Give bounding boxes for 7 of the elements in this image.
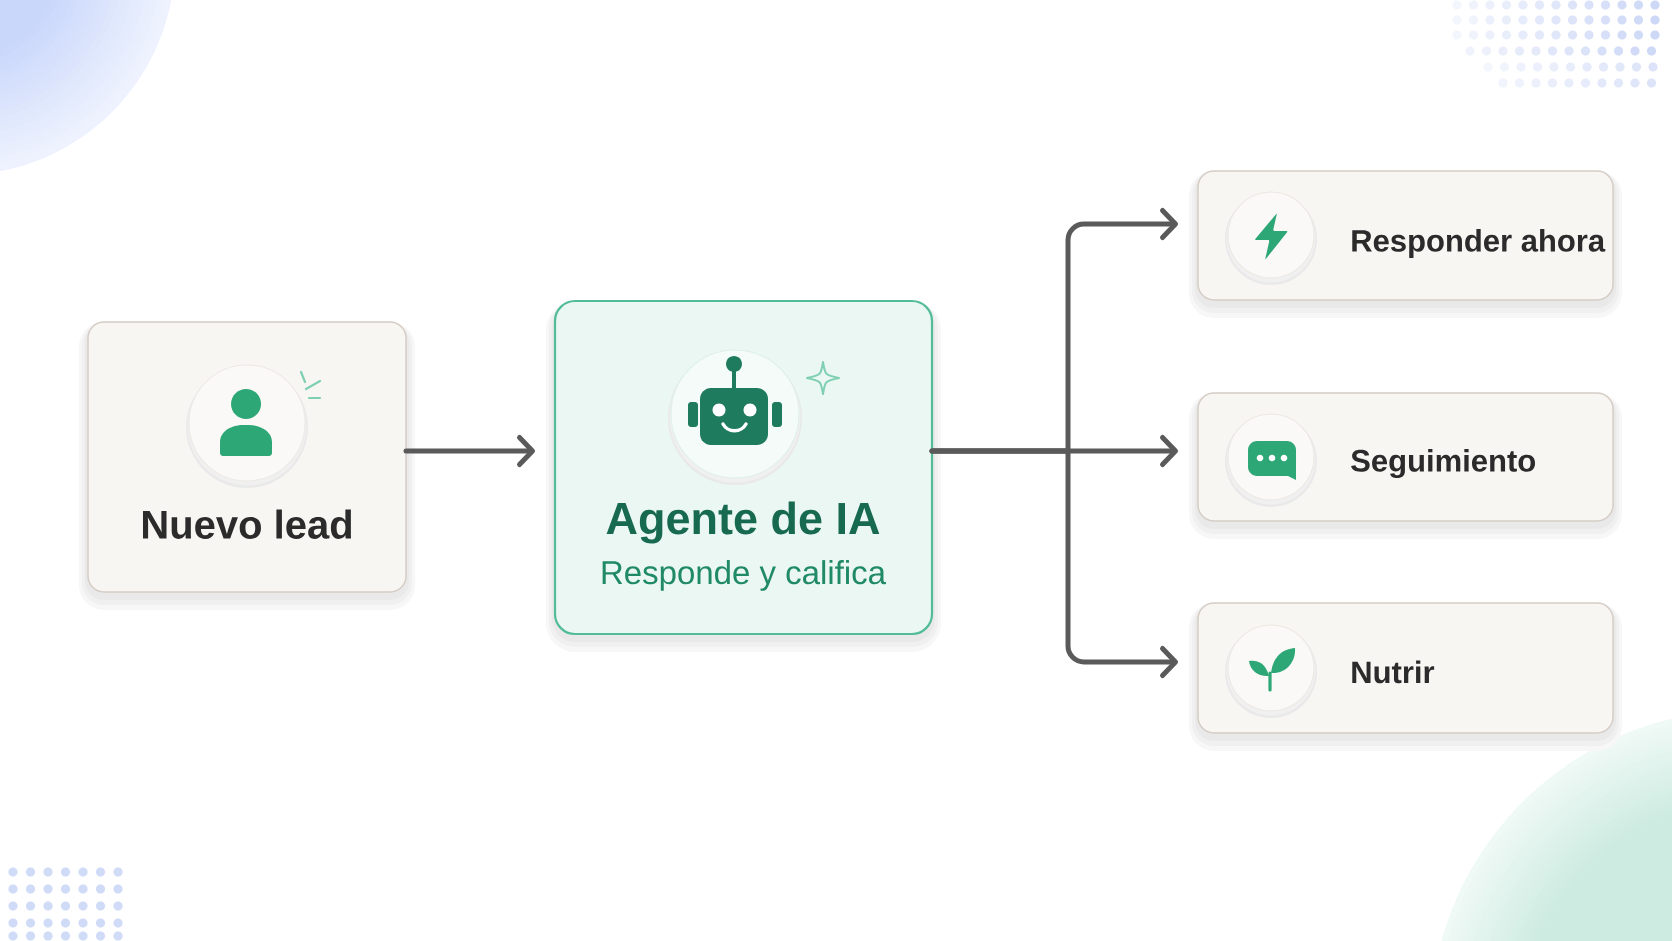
arrow bbox=[403, 435, 535, 467]
process-box: Responder ahora bbox=[1189, 170, 1622, 318]
process-box: Seguimiento bbox=[1189, 392, 1622, 539]
process-box: Nutrir bbox=[1189, 602, 1622, 751]
process-box: Nuevo lead bbox=[79, 321, 415, 610]
arrow bbox=[929, 448, 1178, 678]
process-box: Agente de IA Responde y califica bbox=[546, 299, 941, 652]
